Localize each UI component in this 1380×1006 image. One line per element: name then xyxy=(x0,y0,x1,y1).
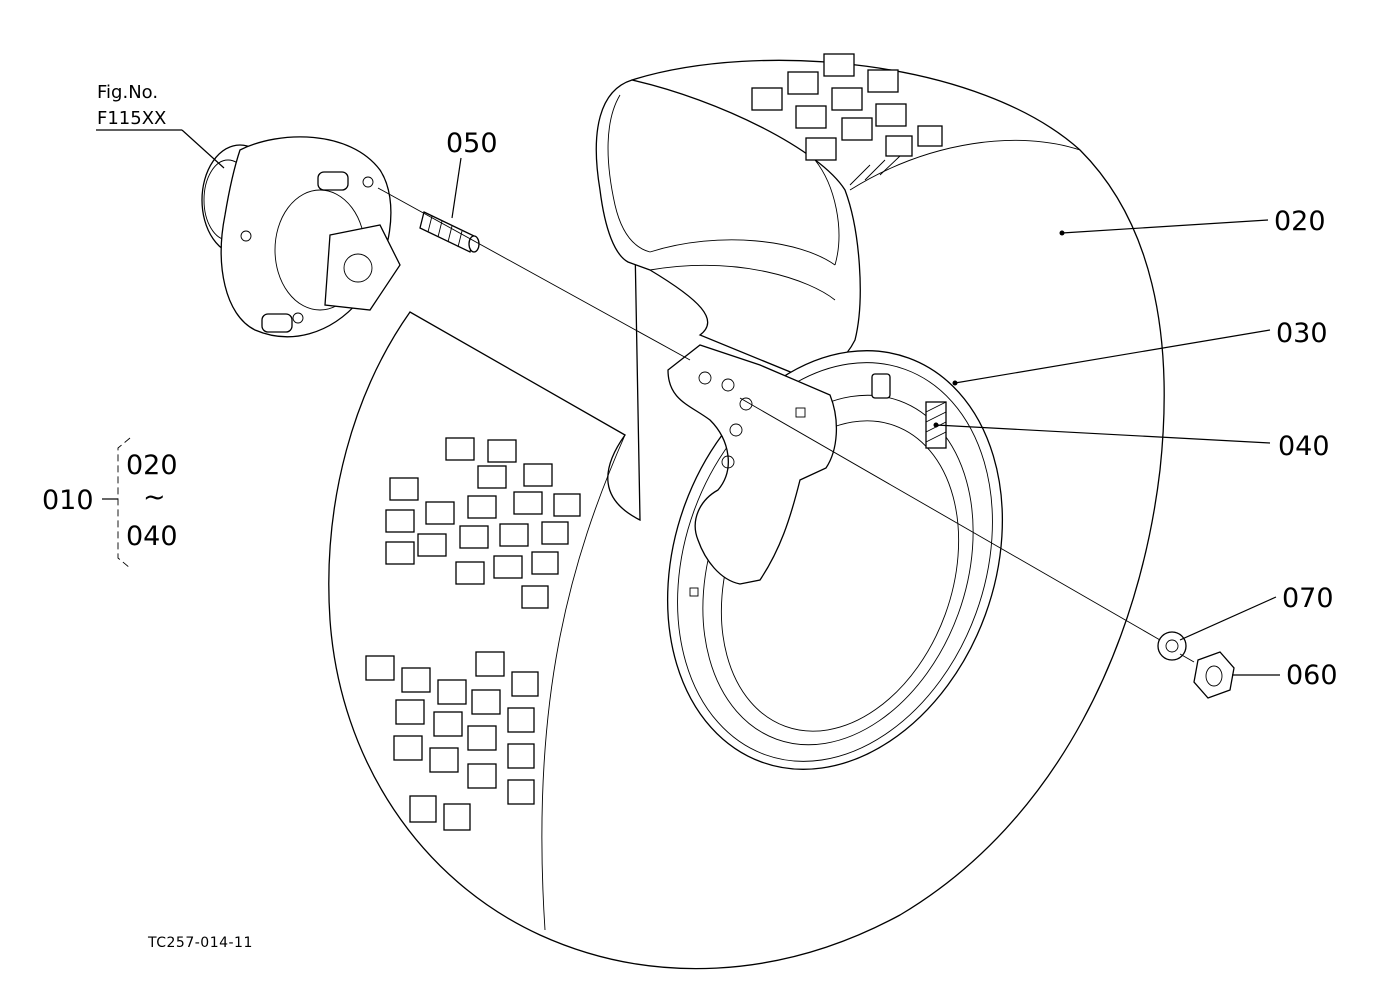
callout-060: 060 xyxy=(1286,660,1338,691)
callout-030: 030 xyxy=(1276,318,1328,349)
tread-lugs-top xyxy=(751,53,943,186)
assembly-range-to: 040 xyxy=(126,521,178,552)
assembly-id: 010 xyxy=(42,485,94,516)
callout-070: 070 xyxy=(1282,583,1334,614)
stud-bolt-drawing xyxy=(419,211,480,253)
drawing-code: TC257-014-11 xyxy=(147,935,253,951)
hex-nut-drawing xyxy=(1193,651,1235,699)
wheel-hub-drawing xyxy=(201,136,401,338)
assembly-range-tilde: ~ xyxy=(143,482,166,513)
lock-washer-drawing xyxy=(1157,631,1187,661)
callout-040: 040 xyxy=(1278,431,1330,462)
figure-ref-line2: F115XX xyxy=(97,108,166,129)
tread-lugs-middle xyxy=(385,437,581,609)
callout-050: 050 xyxy=(446,128,498,159)
tread-lugs-lower xyxy=(365,651,539,831)
figure-ref-line1: Fig.No. xyxy=(97,82,158,103)
assembly-range-from: 020 xyxy=(126,450,178,481)
assembly-bracket xyxy=(102,437,131,569)
callout-020: 020 xyxy=(1274,206,1326,237)
rim-drawing xyxy=(666,344,1004,770)
